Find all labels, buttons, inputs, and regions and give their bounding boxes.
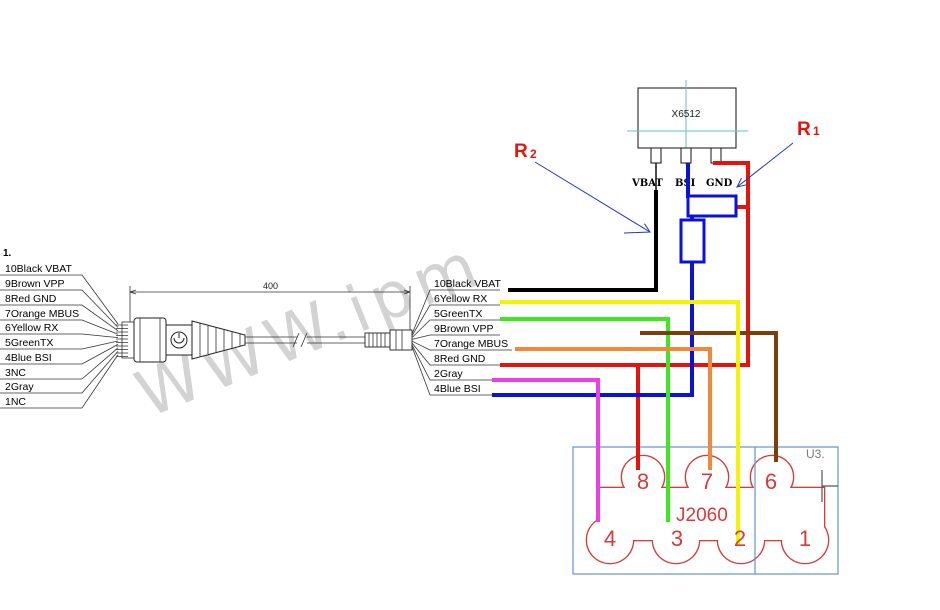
wire-yellow-rx: [500, 300, 740, 545]
wire-brown-vpp: [640, 331, 778, 462]
connector-j2060: U3.: [572, 446, 839, 575]
connector-pin-8: 8: [637, 469, 649, 494]
left-pin-label: 8Red GND: [5, 293, 57, 305]
left-plug-body: [133, 317, 167, 363]
connector-partial-label: U3.: [806, 447, 825, 461]
right-leader-lines: [411, 289, 512, 396]
left-pin-label: 7Orange MBUS: [5, 308, 79, 320]
r1-index: 1: [813, 124, 820, 138]
pin-label-bsi: BSI: [675, 178, 696, 189]
chip-x6512: X6512 VBAT BSI GND: [627, 80, 748, 190]
plug-symbol-icon-arc: [173, 333, 185, 344]
connector-frame: [572, 446, 839, 575]
wires: [492, 161, 778, 545]
left-pin-label: 5GreenTX: [5, 337, 53, 349]
left-plug-housing: [165, 324, 193, 356]
wire-orange-mbus: [515, 347, 712, 470]
chip-leg-bsi: [680, 147, 692, 164]
left-pin-label: 6Yellow RX: [5, 322, 58, 334]
connector-pin-3: 3: [671, 526, 683, 551]
plug-symbol-icon: [170, 331, 188, 349]
r2-pointer-arrow: [534, 161, 651, 234]
chip-leg-gnd: [710, 147, 722, 164]
wire-green-tx: [500, 317, 670, 522]
pin-label-vbat: VBAT: [631, 178, 663, 189]
right-pin-label: 8Red GND: [434, 353, 486, 365]
left-pin-label: 2Gray: [5, 381, 34, 393]
connector-bracket-mark: [821, 470, 838, 502]
resistor-r2-body: [679, 218, 706, 264]
connector-pin-1: 1: [799, 526, 811, 551]
left-pin-label: 9Brown VPP: [5, 278, 65, 290]
r1-pointer-arrow: [736, 142, 794, 188]
left-pin-label: 4Blue BSI: [5, 352, 52, 364]
cable-break-mark: [292, 332, 308, 348]
r2-index: 2: [530, 147, 537, 161]
left-pin-label: 1NC: [5, 396, 26, 408]
right-pinout: 10Black VBAT 6Yellow RX 5GreenTX 9Brown …: [411, 278, 512, 396]
wire-red-gnd: [500, 161, 750, 367]
r2-letter: R: [514, 141, 528, 162]
right-pin-label: 9Brown VPP: [434, 323, 494, 335]
right-plug-body-detail: [395, 330, 403, 350]
right-pin-label: 10Black VBAT: [434, 278, 502, 290]
left-pinout: 10Black VBAT 9Brown VPP 8Red GND 7Orange…: [0, 263, 119, 409]
dimension-line: [129, 286, 411, 330]
corner-mark: 1.: [3, 248, 12, 259]
left-plug-boot-ribs: [199, 323, 241, 357]
chip-label: X6512: [672, 109, 701, 120]
connector-pin-4: 4: [604, 526, 616, 551]
chip-body: [637, 87, 737, 149]
right-pin-label: 5GreenTX: [434, 308, 482, 320]
chip-leg-vbat: [650, 147, 662, 164]
connector-fill: [587, 456, 828, 563]
cable-drawing: 400: [116, 281, 413, 363]
left-pin-label: 10Black VBAT: [5, 263, 73, 275]
right-pin-label: 7Orange MBUS: [434, 338, 508, 350]
connector-name: J2060: [676, 505, 728, 526]
left-pin-label: 3NC: [5, 367, 26, 379]
connector-pin-2: 2: [734, 526, 746, 551]
right-pin-label: 6Yellow RX: [434, 293, 487, 305]
wire-black-vbat: [508, 190, 658, 292]
connector-pin-numbers: 8 7 6 4 3 2 1 J2060: [604, 469, 811, 551]
wire-blue-bsi: [492, 262, 694, 397]
r1-letter: R: [797, 119, 811, 140]
wire-magenta: [492, 378, 600, 522]
right-plug-boot-ribs: [368, 333, 386, 347]
resistor-r1-body: [686, 194, 738, 218]
cable: [245, 336, 365, 344]
right-pin-label: 2Gray: [434, 368, 463, 380]
connector-pin-7: 7: [701, 469, 713, 494]
left-plug-body-detail: [139, 318, 161, 362]
connector-pin-6: 6: [765, 469, 777, 494]
right-pin-label: 4Blue BSI: [434, 383, 481, 395]
left-plug-contact-lines: [116, 324, 128, 357]
cable-length-label: 400: [263, 281, 278, 291]
left-plug-boot: [191, 320, 246, 360]
right-plug-body: [389, 329, 413, 351]
left-leader-lines: [0, 274, 119, 409]
pin-label-gnd: GND: [706, 178, 733, 189]
